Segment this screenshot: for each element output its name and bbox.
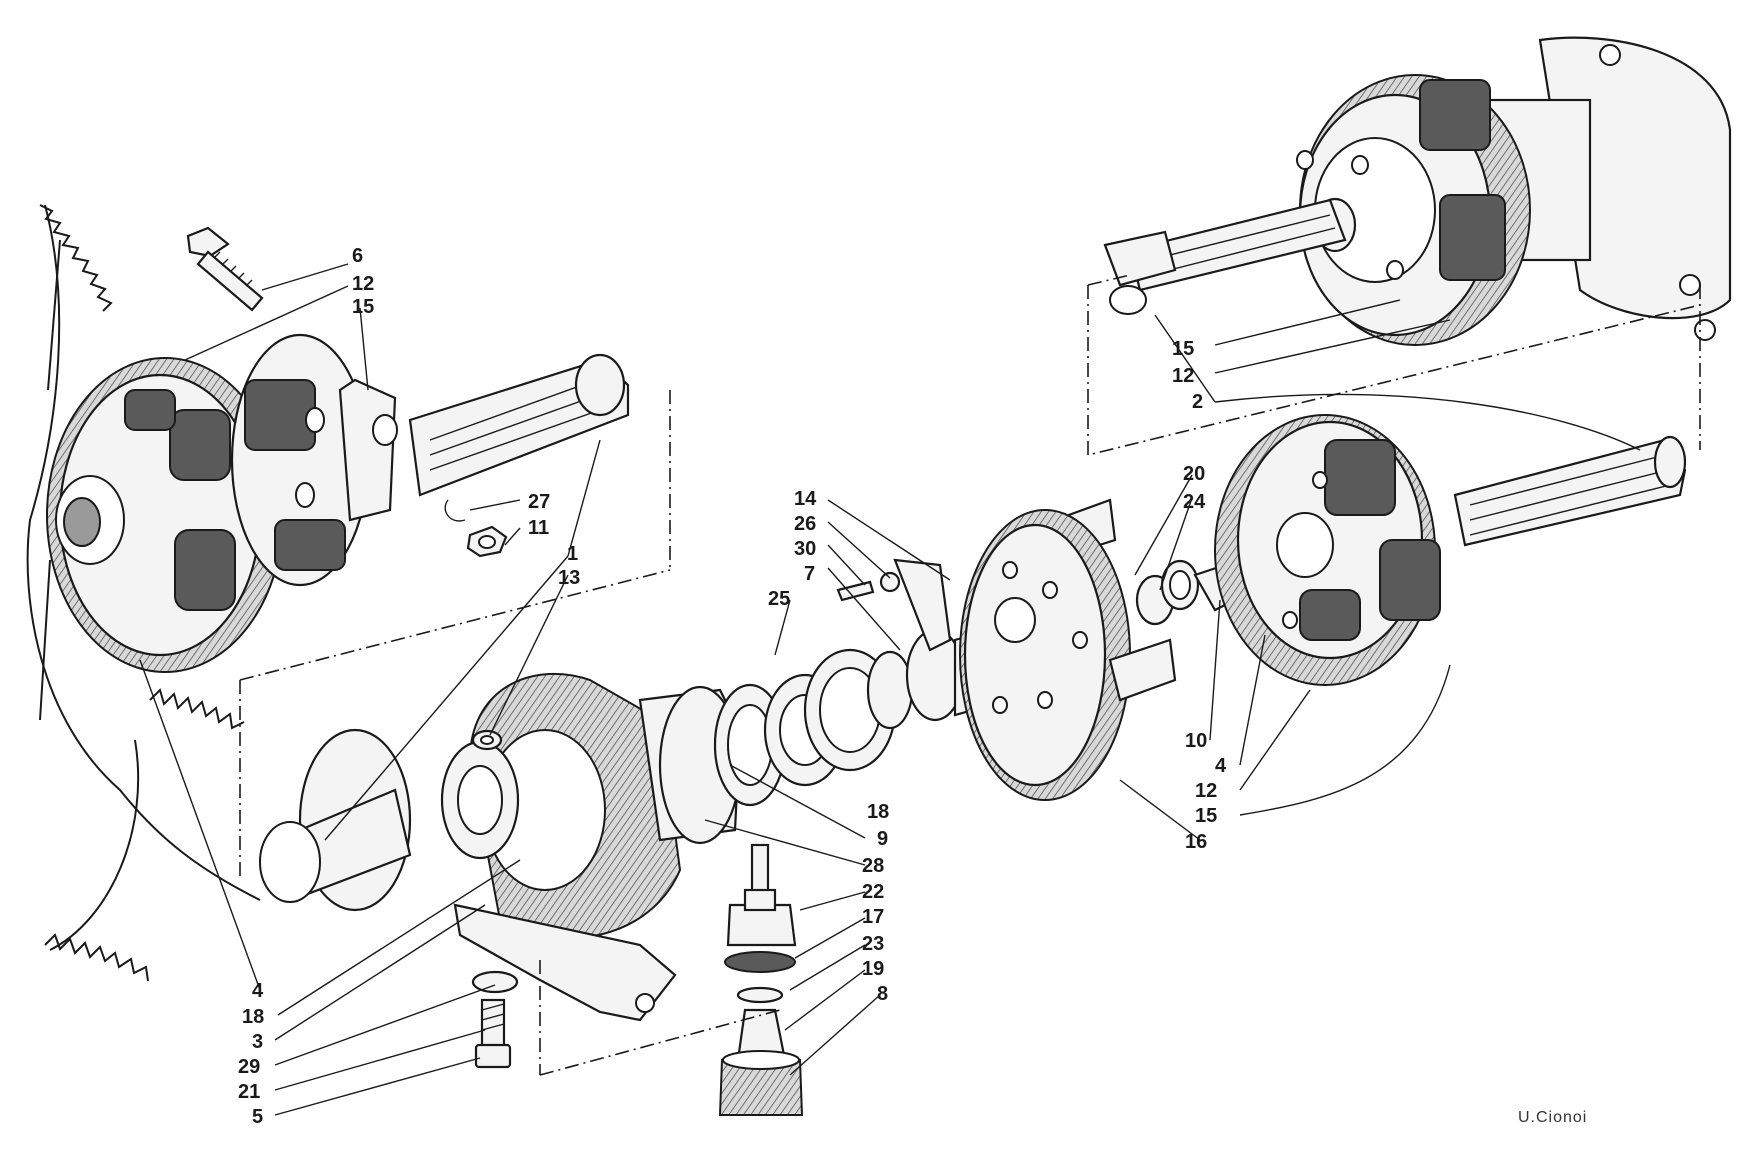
label-25: 25 [768,588,790,610]
label-23: 23 [862,933,884,955]
label-29: 29 [238,1056,260,1078]
label-2: 2 [1192,391,1203,413]
cone-flange [259,728,520,912]
label-20: 20 [1183,463,1205,485]
label-12-right: 12 [1195,780,1217,802]
label-18-left: 18 [242,1006,264,1028]
leader-lines [139,263,1641,1116]
label-5: 5 [252,1106,263,1128]
label-19: 19 [862,958,884,980]
label-4-right: 4 [1215,755,1227,777]
label-13: 13 [558,567,580,589]
label-30: 30 [794,538,816,560]
label-14: 14 [794,488,817,510]
label-7: 7 [804,563,815,585]
upper-right-wheel-assembly [1103,36,1732,346]
label-28: 28 [862,855,884,877]
label-21: 21 [238,1081,260,1103]
label-26: 26 [794,513,816,535]
label-4-left: 4 [252,980,264,1002]
guide-lines [239,274,1701,1076]
lower-right-wheel [1214,414,1687,686]
label-8: 8 [877,983,888,1005]
label-15-top: 15 [352,296,374,318]
label-12-upper-right: 12 [1172,365,1194,387]
lower-bolt [471,970,519,1069]
ring-gear-drawing [26,204,261,982]
label-17: 17 [862,906,884,928]
bolt-drawing [186,226,264,312]
upper-left-wheel-assembly [46,333,630,673]
valve-stack [718,843,804,1116]
label-18-centre: 18 [867,801,889,823]
label-10: 10 [1185,730,1207,752]
small-loose-parts [444,499,952,751]
label-16: 16 [1185,831,1207,853]
central-housing [453,672,787,1022]
flange-plate [959,498,1177,801]
label-15-upper-right: 15 [1172,338,1194,360]
label-9: 9 [877,828,888,850]
callout-labels: 6 12 15 27 11 1 13 14 26 30 7 25 20 24 1… [238,245,1227,1128]
label-15-right: 15 [1195,805,1217,827]
artist-signature: U.Cionoi [1518,1109,1587,1126]
label-3: 3 [252,1031,263,1053]
label-1: 1 [567,543,578,565]
label-6: 6 [352,245,363,267]
label-27: 27 [528,491,550,513]
label-11: 11 [528,517,549,539]
label-22: 22 [862,881,884,903]
label-12-top: 12 [352,273,374,295]
label-24: 24 [1183,491,1206,513]
